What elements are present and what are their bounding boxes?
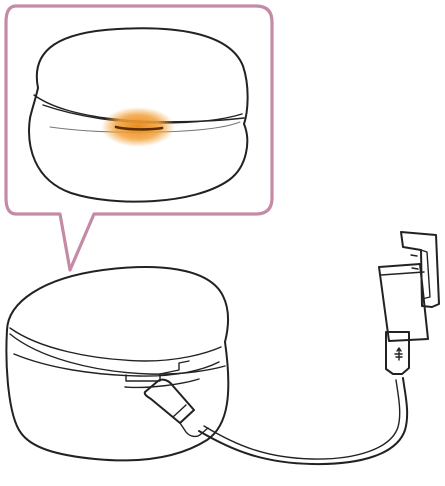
usb-logo-icon — [395, 348, 402, 360]
charging-indicator-glow — [101, 107, 175, 147]
usb-cable — [199, 378, 407, 464]
usb-c-plug — [145, 380, 208, 437]
charging-case — [6, 267, 228, 460]
